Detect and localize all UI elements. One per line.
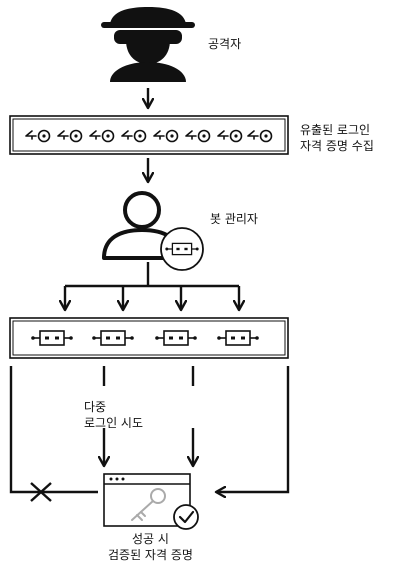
login-attempt-arrows (9, 366, 290, 502)
multiple-login-attempts-line2: 로그인 시도 (84, 416, 144, 430)
multiple-login-attempts-line1: 다중 (84, 400, 107, 414)
leaked-credentials-label-line2: 자격 증명 수집 (300, 139, 374, 153)
leaked-credentials-label: 유출된 로그인 자격 증명 수집 (300, 122, 374, 154)
leaked-credentials-box (9, 115, 289, 155)
bot-manager-icon (102, 191, 204, 271)
verified-check-icon (173, 504, 199, 530)
leaked-credentials-label-line1: 유출된 로그인 (300, 123, 371, 137)
attacker-label: 공격자 (208, 37, 242, 51)
verified-credentials-label: 성공 시 검증된 자격 증명 (108, 531, 193, 563)
multiple-login-attempts-label: 다중 로그인 시도 (84, 399, 143, 431)
verified-credentials-line2: 검증된 자격 증명 (108, 548, 193, 562)
login-window-icon (103, 473, 199, 530)
bots-box (9, 317, 289, 359)
bot-distribution-arrows (65, 262, 239, 310)
verified-credentials-line1: 성공 시 (131, 532, 169, 546)
key-icon (131, 488, 166, 521)
attacker-icon (101, 7, 195, 82)
bot-manager-label: 봇 관리자 (210, 212, 258, 226)
